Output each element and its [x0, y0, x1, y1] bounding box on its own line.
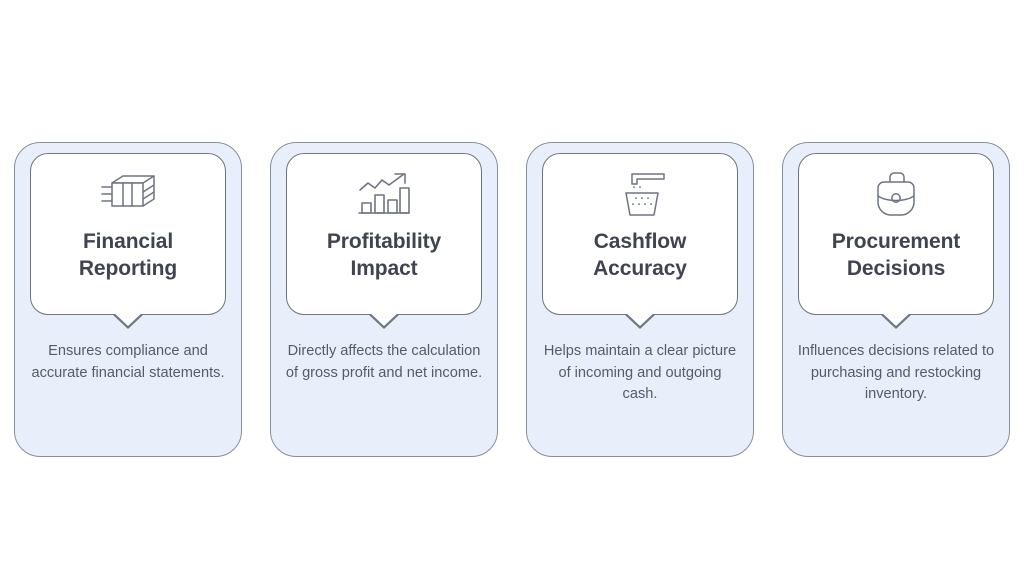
card-description: Ensures compliance and accurate financia… — [31, 343, 225, 381]
bar-chart-growth-icon — [354, 170, 414, 218]
card-description: Directly affects the calculation of gros… — [285, 343, 483, 381]
briefcase-bag-icon — [866, 170, 926, 218]
card-description: Influences decisions related to purchasi… — [797, 343, 995, 402]
card-description: Helps maintain a clear picture of incomi… — [543, 343, 737, 402]
money-stack-icon — [98, 170, 158, 218]
faucet-glass-icon — [610, 170, 670, 218]
